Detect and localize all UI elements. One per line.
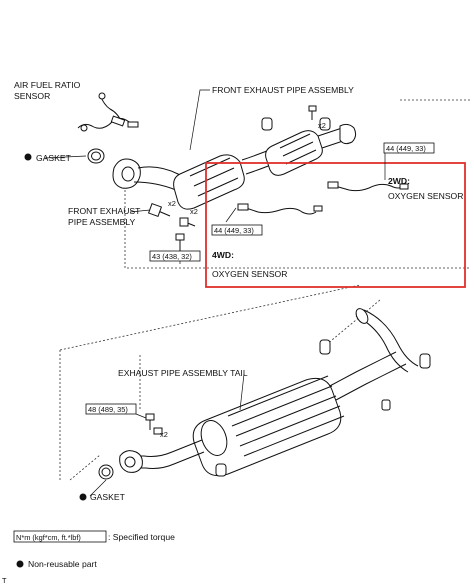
label-front-exhaust-line2: PIPE ASSEMBLY [68, 217, 135, 227]
torque-box-4: 48 (489, 35) [85, 403, 137, 415]
label-x2-top: x2 [318, 121, 326, 130]
torque-value: 44 (449, 33) [386, 144, 426, 153]
legend-torque-units: N*m (kgf*cm, ft.*lbf) [16, 533, 81, 542]
label-4wd: 4WD: [212, 250, 234, 260]
torque-value: 48 (489, 35) [88, 405, 128, 414]
nonreusable-dot-icon [79, 493, 87, 501]
label-front-exhaust-pipe-assembly: FRONT EXHAUST PIPE ASSEMBLY [212, 85, 354, 95]
nonreusable-dot-icon [16, 560, 24, 568]
highlight-box [205, 162, 466, 288]
torque-box-3: 43 (438, 32) [149, 250, 201, 262]
front-pipe-hardware [147, 202, 196, 252]
legend: N*m (kgf*cm, ft.*lbf) : Specified torque… [2, 530, 175, 585]
legend-torque-box [13, 530, 107, 543]
label-oxygen-sensor-4wd: OXYGEN SENSOR [212, 269, 287, 279]
torque-value: 43 (438, 32) [152, 252, 192, 261]
label-x2-bottom: x2 [160, 430, 168, 439]
gasket-top [24, 148, 105, 164]
label-afr-sensor-line1: AIR FUEL RATIO [14, 80, 81, 90]
oxygen-sensor-4wd-part [237, 203, 323, 215]
torque-box-2: 44 (449, 33) [211, 224, 263, 236]
oxygen-sensor-2wd-part [327, 181, 409, 192]
gasket-bottom [79, 464, 114, 501]
label-x2-left-b: x2 [190, 207, 198, 216]
air-fuel-ratio-sensor [77, 92, 139, 132]
label-x2-left-a: x2 [168, 199, 176, 208]
label-afr-sensor-line2: SENSOR [14, 91, 50, 101]
label-2wd: 2WD: [388, 176, 410, 186]
label-front-exhaust-line1: FRONT EXHAUST [68, 206, 141, 216]
legend-nonreusable-text: Non-reusable part [28, 559, 97, 569]
corner-mark: T [2, 576, 7, 585]
label-oxygen-sensor-2wd: OXYGEN SENSOR [388, 191, 463, 201]
nonreusable-dot-icon [24, 153, 32, 161]
leader-lines [44, 89, 386, 497]
legend-torque-text: : Specified torque [108, 532, 175, 542]
torque-value: 44 (449, 33) [214, 226, 254, 235]
label-gasket-bottom: GASKET [90, 492, 126, 502]
torque-box-1: 44 (449, 33) [383, 142, 435, 154]
exhaust-pipe-tail-assembly [119, 308, 431, 477]
label-exhaust-pipe-tail: EXHAUST PIPE ASSEMBLY TAIL [118, 368, 248, 378]
label-gasket-top: GASKET [36, 153, 72, 163]
